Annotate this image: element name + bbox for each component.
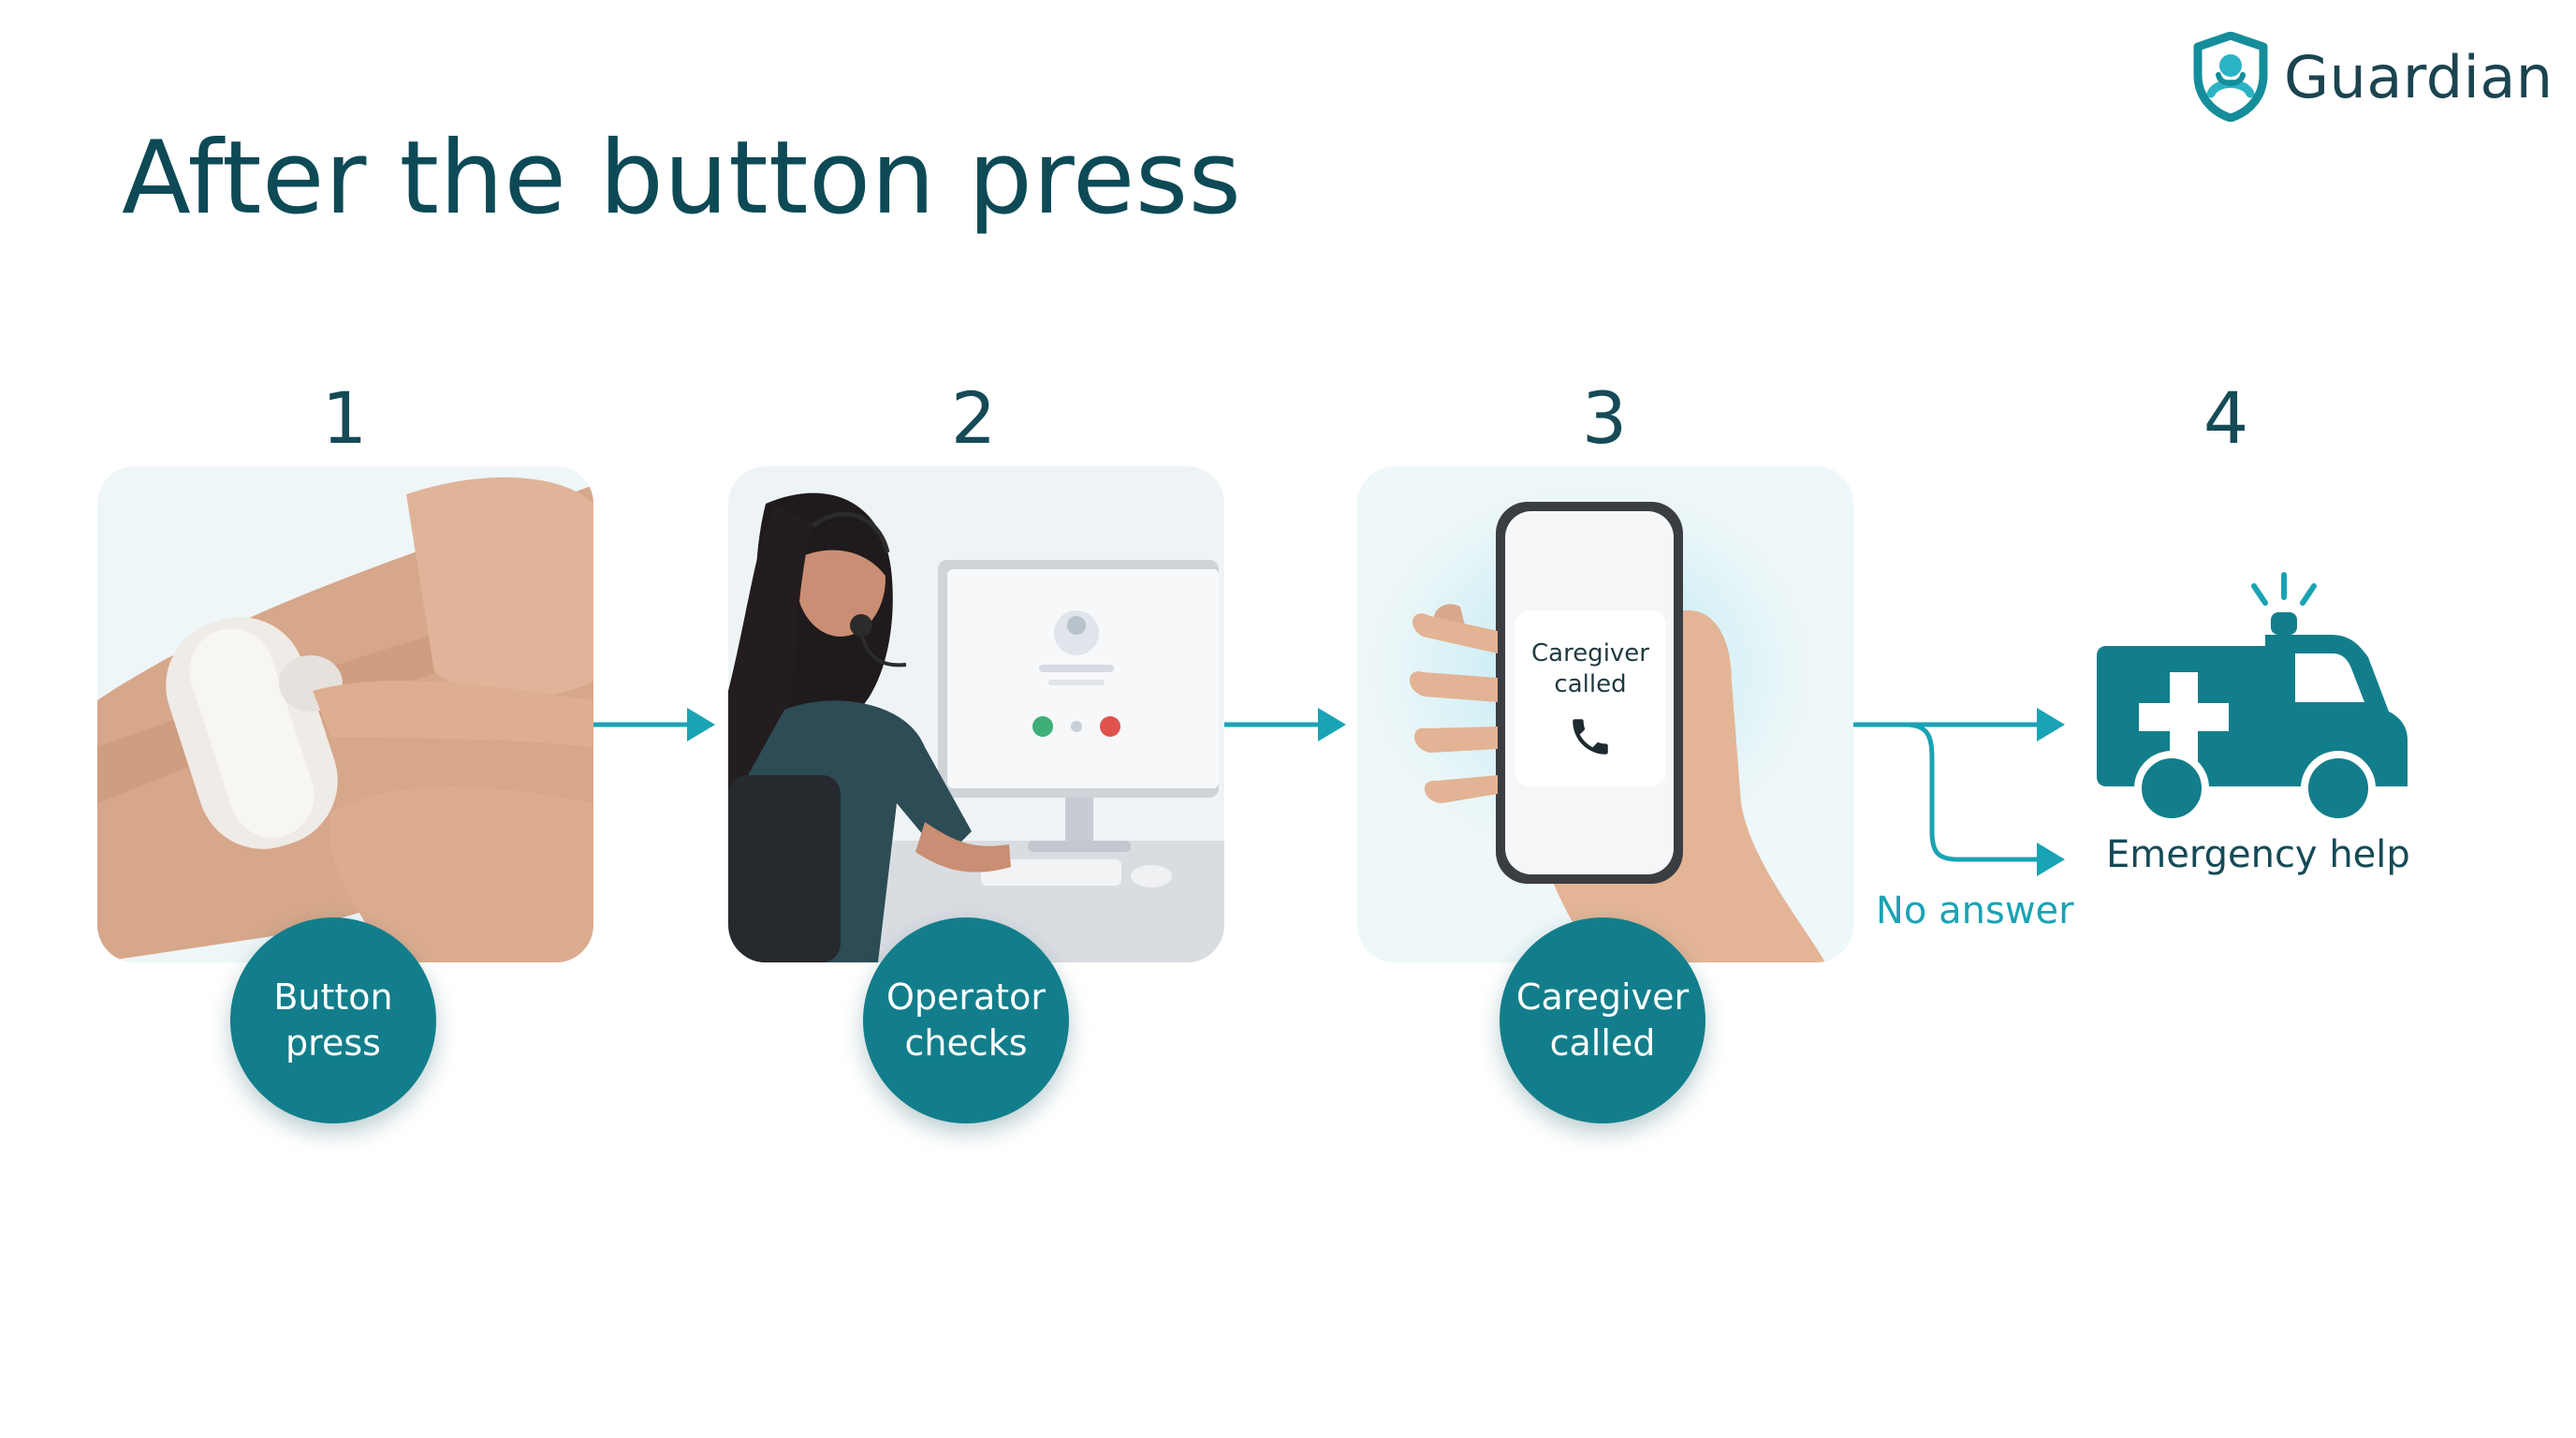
step-2-circle: Operator checks <box>863 917 1069 1123</box>
step-2-label: Operator checks <box>886 976 1046 1064</box>
step-1-number: 1 <box>321 376 368 460</box>
shield-person-icon <box>2193 32 2268 122</box>
step-3-number: 3 <box>1581 376 1628 460</box>
arrow-no-answer-head <box>2037 843 2065 876</box>
step-1-circle: Button press <box>230 917 436 1123</box>
phone-screen-label: Caregiver called <box>1530 639 1649 698</box>
wristband-press-image <box>97 466 593 962</box>
step-3-label: Caregiver called <box>1515 976 1690 1064</box>
step-4-label: Emergency help <box>2106 833 2410 876</box>
flashing-light-icon <box>2251 572 2317 635</box>
caregiver-phone-image <box>1357 466 1853 962</box>
arrow-2-3-head <box>1318 708 1346 741</box>
arrow-3-4-head <box>2037 708 2065 741</box>
ambulance-icon <box>2097 572 2408 824</box>
brand-name: Guardian <box>2284 42 2554 111</box>
step-2-number: 2 <box>950 376 997 460</box>
step-4-number: 4 <box>2203 376 2249 460</box>
operator-image <box>728 466 1224 962</box>
no-answer-label: No answer <box>1876 889 2074 932</box>
page-title: After the button press <box>122 120 1242 237</box>
arrow-1-2-head <box>687 708 715 741</box>
brand-logo: Guardian <box>2190 32 2554 122</box>
step-3-circle: Caregiver called <box>1500 917 1705 1123</box>
step-1-label: Button press <box>273 976 393 1064</box>
phone-handset-icon <box>1573 719 1608 755</box>
